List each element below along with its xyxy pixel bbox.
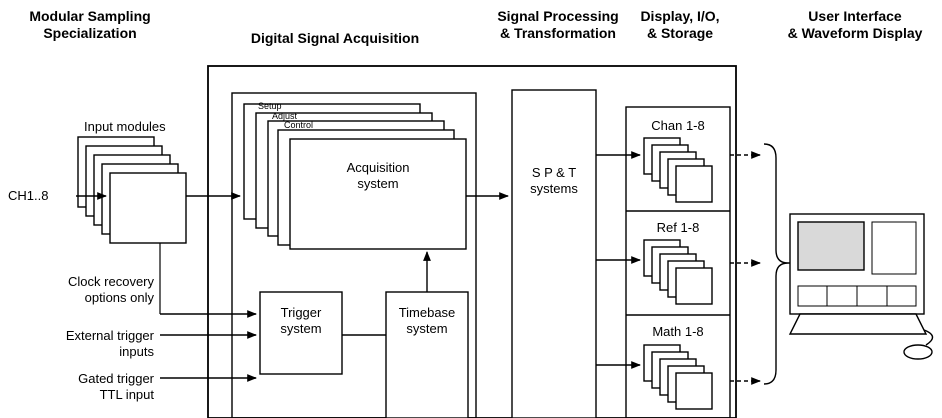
timebase-system-box <box>385 291 469 418</box>
ref-waveform-stack <box>643 239 713 305</box>
acquisition-system-box <box>289 138 467 250</box>
chan-label: Chan 1-8 <box>651 118 705 133</box>
header-signal-processing: Signal Processing& Transformation <box>497 8 619 41</box>
stack-title-adjust: Adjust <box>272 111 298 121</box>
acquisition-inner-panel <box>231 92 477 418</box>
ref-label: Ref 1-8 <box>656 220 700 235</box>
math-label: Math 1-8 <box>652 324 704 339</box>
chan-waveform-stack <box>643 137 713 203</box>
header-digital-signal-acquisition: Digital Signal Acquisition <box>250 30 420 46</box>
trigger-system-box <box>259 291 343 375</box>
merge-brace <box>763 143 789 385</box>
ch-input-label: CH1..8 <box>8 188 49 203</box>
stack-title-setup: Setup <box>258 101 282 111</box>
spt-systems-box <box>511 89 597 418</box>
input-modules-label: Input modules <box>84 119 166 134</box>
oscilloscope-icon <box>788 213 934 360</box>
acquisition-stack <box>243 103 467 250</box>
header-user-interface: User Interface& Waveform Display <box>787 8 923 41</box>
input-modules-stack <box>77 136 187 244</box>
stack-title-control: Control <box>284 120 314 130</box>
math-waveform-stack <box>643 344 713 410</box>
acquisition-frame <box>207 65 737 418</box>
header-display-io-storage: Display, I/O,& Storage <box>640 8 720 41</box>
